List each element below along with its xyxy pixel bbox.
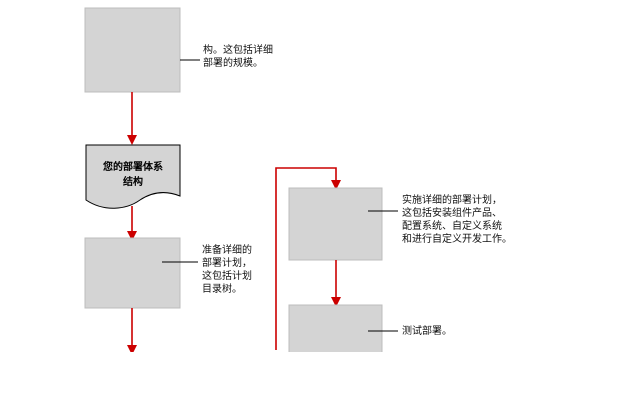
architecture-doc-label-line2: 结构 [123,177,143,188]
step-box-implement [288,187,383,261]
bottom-crop-mask [0,352,640,400]
step-box-test [288,304,383,354]
architecture-doc-label-line1: 您的部署体系 [103,162,163,173]
note-implement: 实施详细的部署计划， 这包括安装组件产品、 配置系统、自定义系统 和进行自定义开… [402,195,512,245]
architecture-doc-label: 您的部署体系 结构 [86,160,180,190]
step-box-plan [84,237,181,309]
note-test: 测试部署。 [402,326,452,337]
note-plan: 准备详细的 部署计划， 这包括计划 目录树。 [202,245,252,295]
step-box-scale [84,7,181,93]
architecture-document-shape [85,144,181,209]
loop-back-line [275,167,341,350]
note-scale: 构。这包括详细 部署的规模。 [203,45,273,69]
